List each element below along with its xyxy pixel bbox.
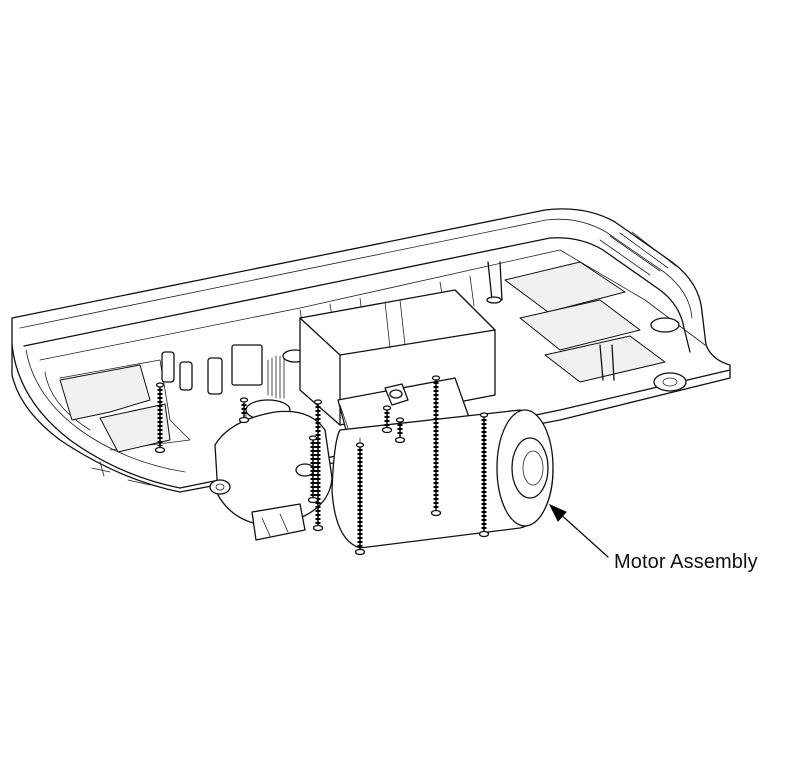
screw-left-2 (238, 397, 250, 424)
screw-small-2 (394, 417, 406, 444)
screw-motor-4 (478, 412, 490, 538)
screw-left-1 (154, 382, 166, 454)
screw-motor-1 (312, 399, 324, 532)
gear-linkage-parts (161, 344, 308, 431)
motor-assembly-leader-arrow (548, 503, 609, 558)
motor-assembly-callout-label: Motor Assembly (614, 551, 758, 573)
screw-motor-2 (354, 442, 366, 556)
screw-gear-1 (307, 435, 319, 504)
gearbox-housing (209, 410, 333, 541)
screw-motor-3 (430, 375, 442, 517)
motor-cylinder (331, 409, 554, 549)
screw-small-1 (381, 405, 393, 434)
screws-group (154, 375, 490, 556)
